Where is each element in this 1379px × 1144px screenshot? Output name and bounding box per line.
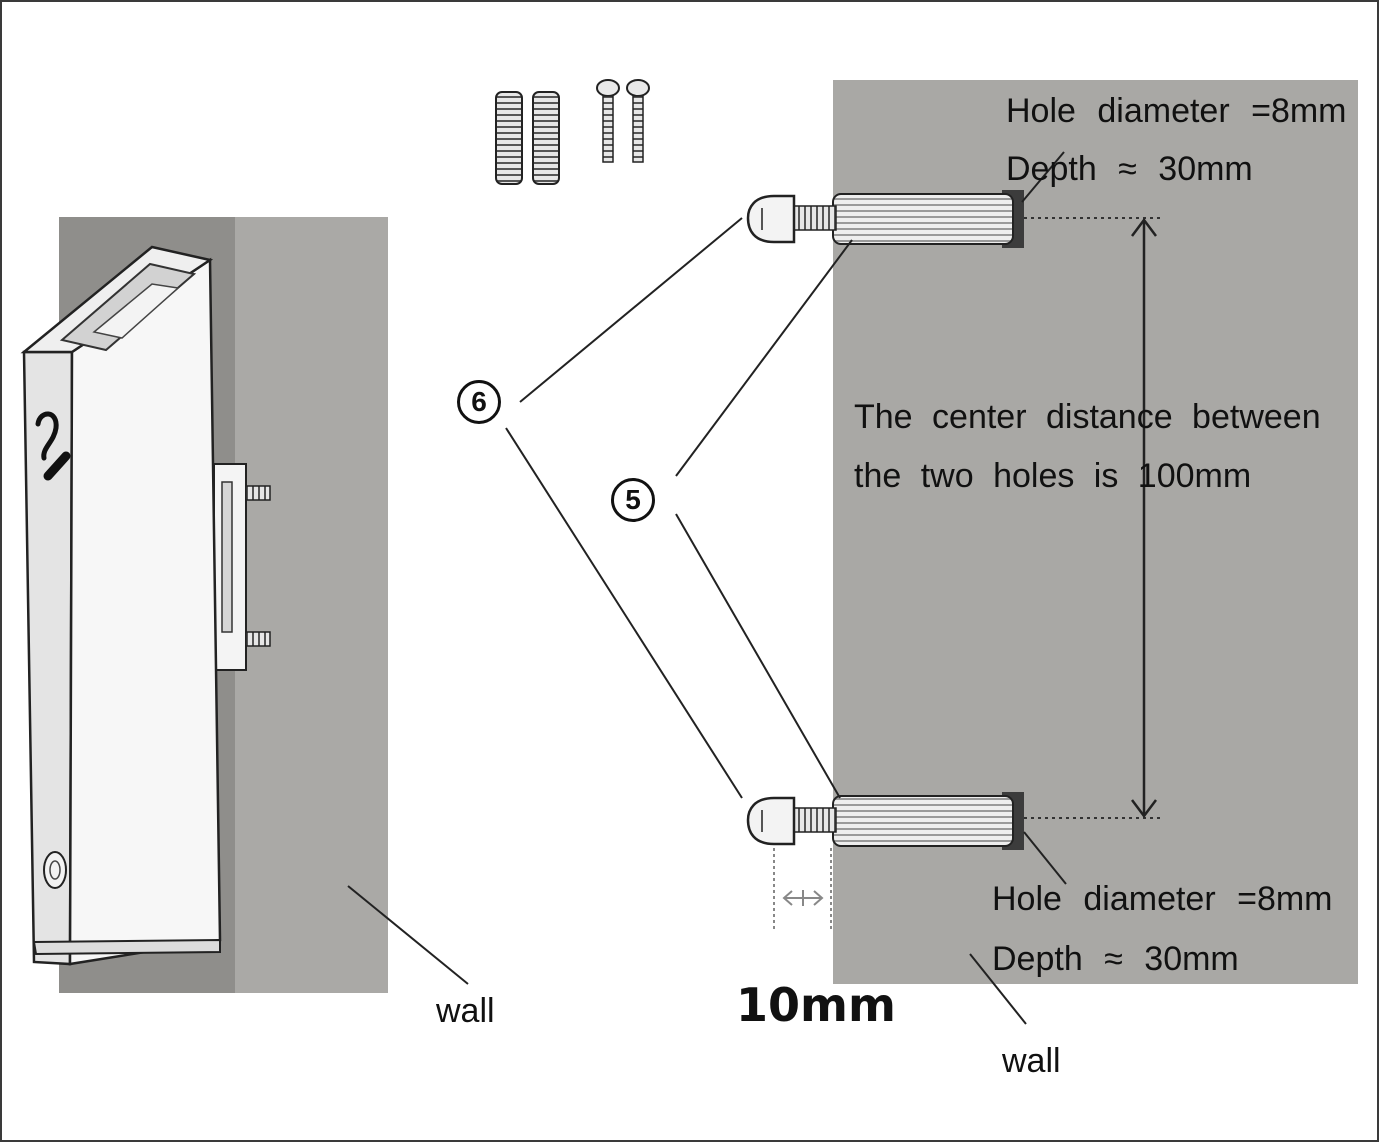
left-wall-label: wall: [436, 992, 495, 1030]
bottom-fixing: [746, 792, 1024, 850]
top-screw-thread: [791, 205, 837, 231]
bracket-screw-bottom: [245, 631, 271, 647]
bottom-hole-depth: Depth ≈ 30mm: [992, 940, 1239, 978]
keyhole-icon: [43, 851, 67, 889]
screw-part: [596, 79, 650, 163]
wall-anchor-part: [495, 91, 560, 185]
bottom-hole-diameter: Hole diameter =8mm: [992, 880, 1333, 918]
top-hole-leader: [1021, 151, 1065, 203]
bottom-anchor: [832, 795, 1014, 847]
right-wall-label: wall: [1002, 1042, 1061, 1080]
right-wall-leader: [969, 953, 1027, 1025]
screw-leader-top: [519, 217, 743, 403]
right-wall-illustration: [746, 80, 1358, 1025]
top-hole-depth: Depth ≈ 30mm: [1006, 150, 1253, 188]
screw-leader-bottom: [505, 427, 743, 799]
bracket-screw-top: [245, 485, 271, 501]
gap-dimension: [773, 848, 832, 932]
anchor-leader-bottom: [675, 513, 841, 799]
gap-measure-label: 10mm: [736, 978, 896, 1032]
callout-anchor: 5: [611, 478, 655, 522]
callout-leaders: [505, 217, 853, 799]
top-anchor: [832, 193, 1014, 245]
left-wall-illustration: [20, 217, 469, 993]
mounting-bracket: [213, 463, 271, 671]
top-fixing: [746, 190, 1024, 248]
bottom-screw-thread: [791, 807, 837, 833]
left-wall-leader: [347, 885, 469, 985]
left-wall: [224, 217, 388, 993]
top-screw-head: [746, 194, 796, 244]
callout-screw: 6: [457, 380, 501, 424]
anchor-leader-top: [675, 239, 853, 477]
bottom-screw-head: [746, 796, 796, 846]
center-distance-line2: the two holes is 100mm: [854, 457, 1252, 495]
bottom-hole-leader: [1023, 831, 1067, 885]
hardware-parts: [495, 79, 650, 185]
number-2-logo-icon: [35, 411, 71, 481]
center-distance-arrow: [1131, 217, 1157, 819]
center-distance-line1: The center distance between: [854, 398, 1321, 436]
top-hole-diameter: Hole diameter =8mm: [1006, 92, 1347, 130]
wall-mounted-device: [20, 245, 222, 966]
